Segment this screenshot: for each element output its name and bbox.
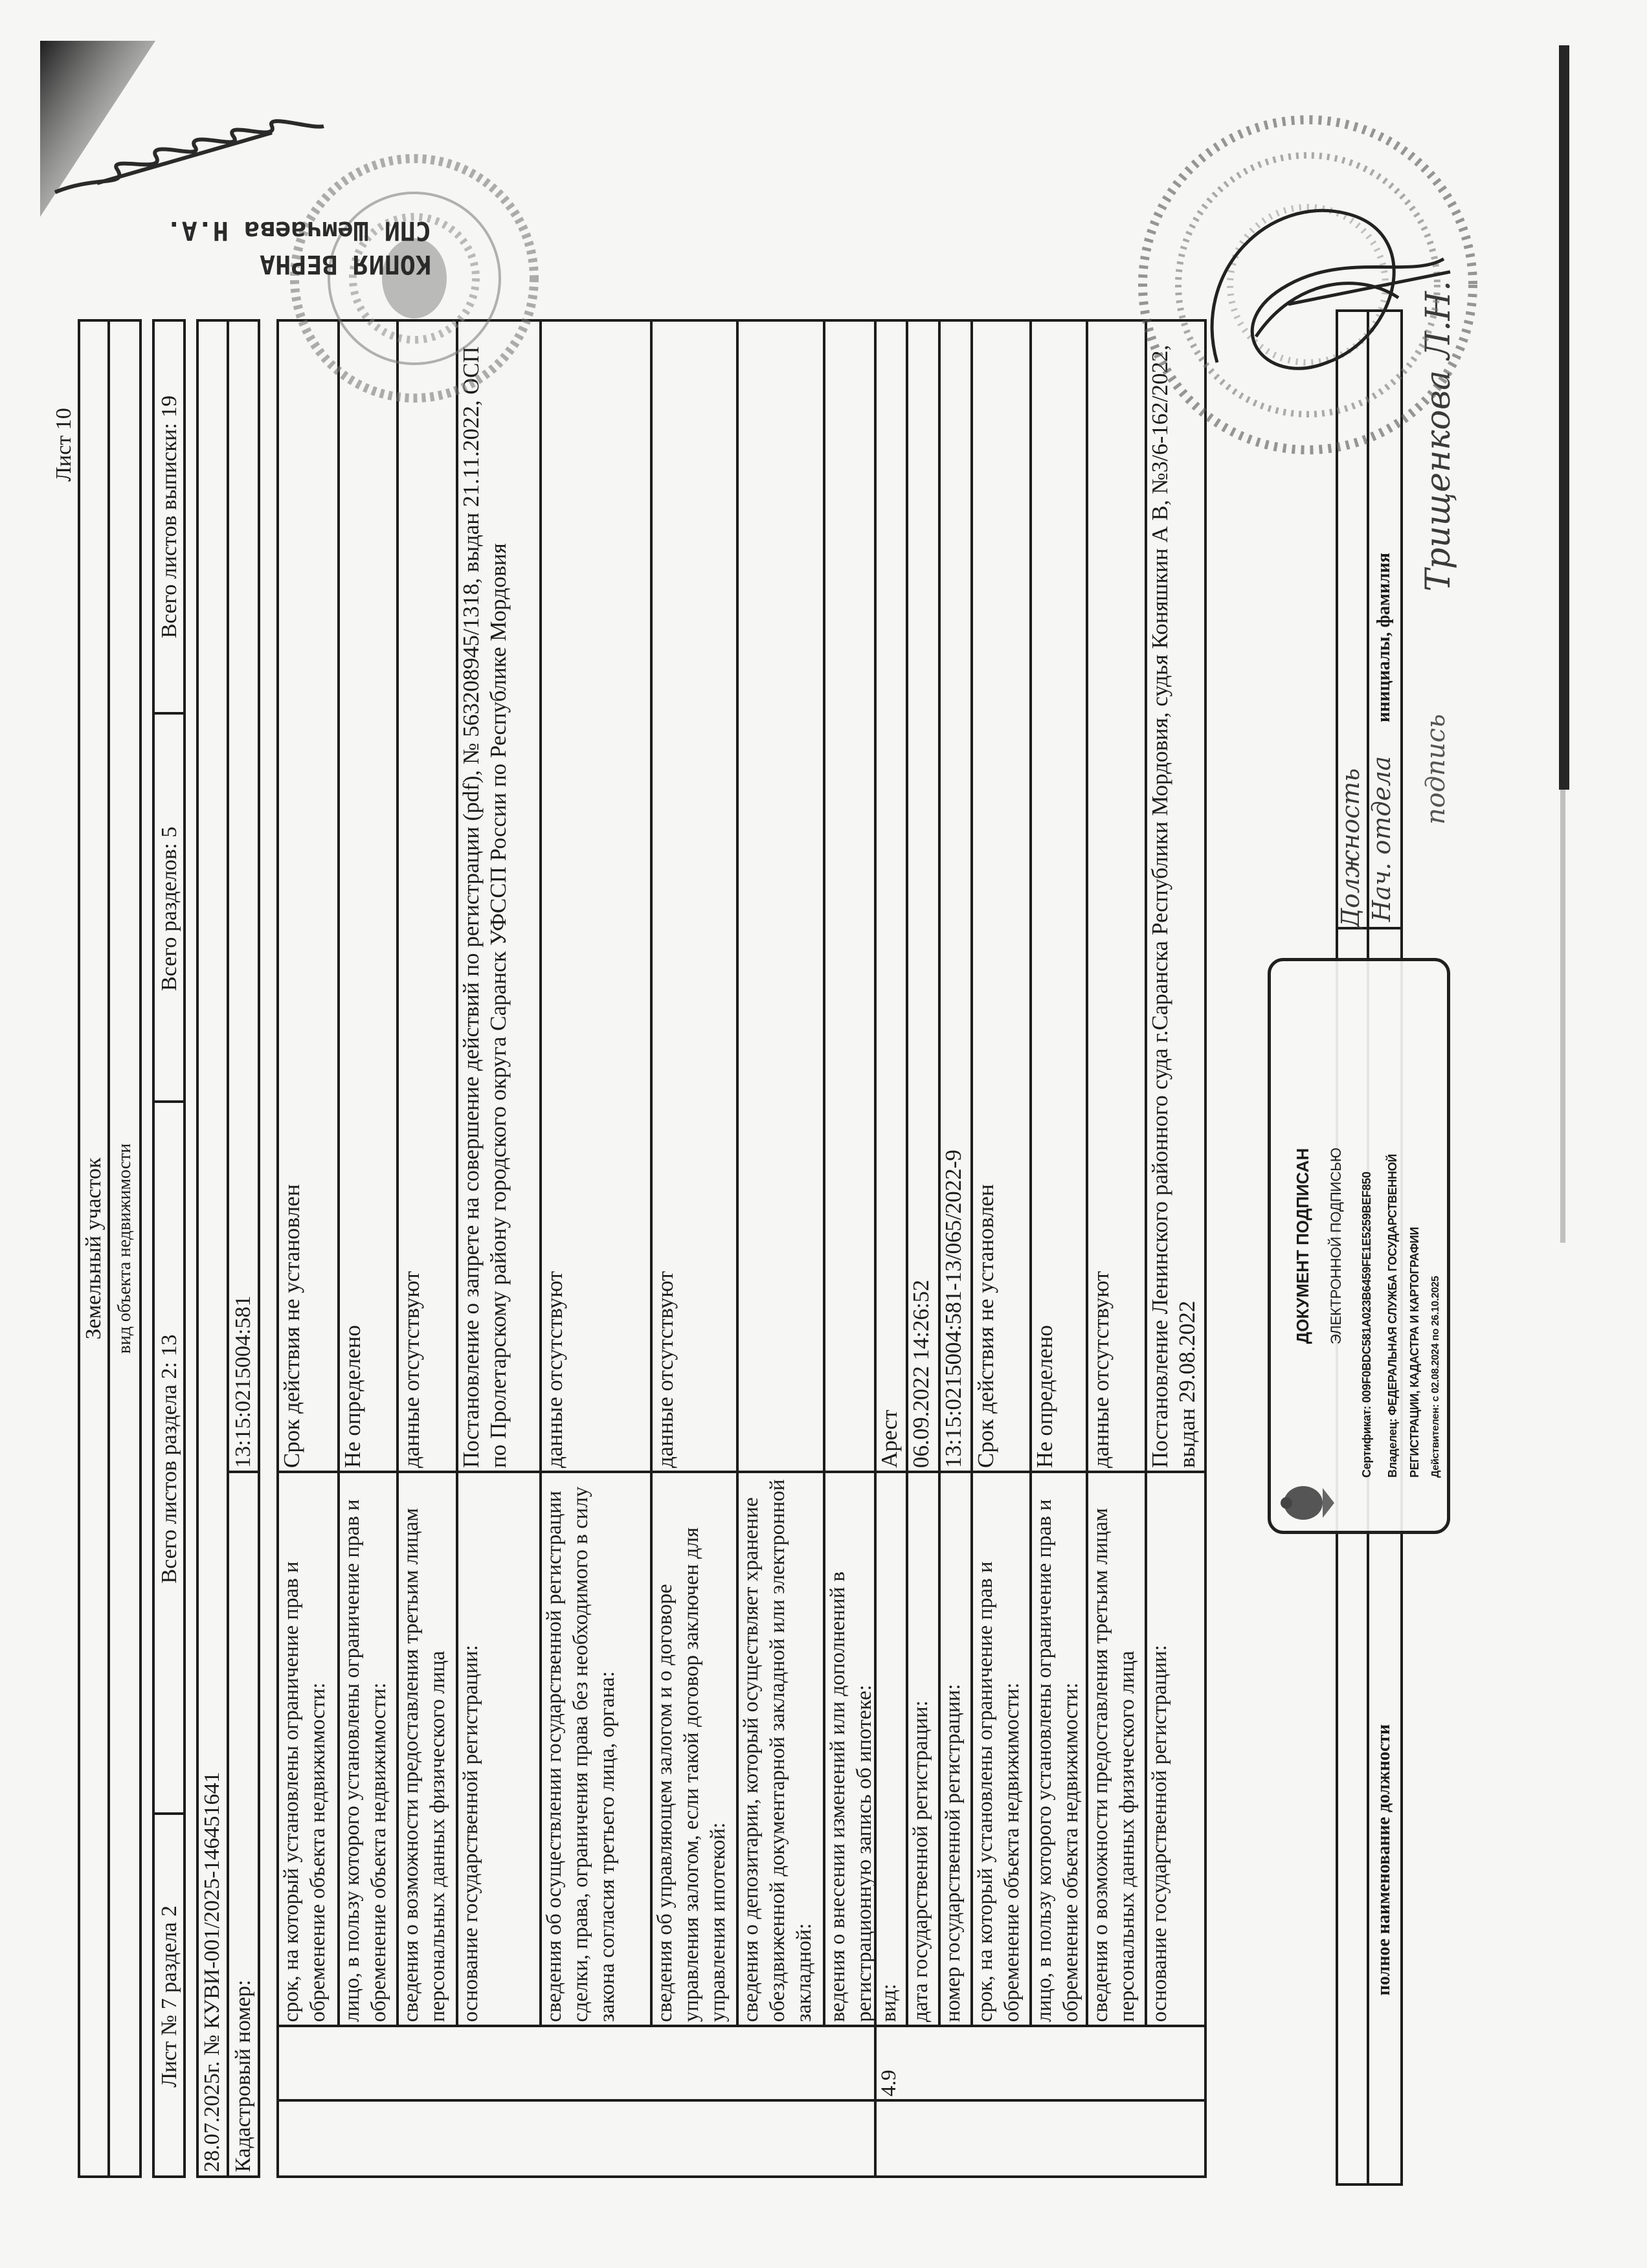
copy-stamp-line2: СПИ Шемчаева Н.А. [166,216,431,245]
row-label: сведения об управляющем залогом и о дого… [653,1527,730,2022]
row-value: Срок действия не установлен [973,1184,998,1468]
column-divider [276,2099,1204,2102]
coat-of-arms-icon [1281,1486,1334,1520]
row-label: дата государственной регистрации: [909,1700,932,2022]
row-value: данные отсутствуют [1088,1271,1114,1468]
section-divider [874,2027,877,2178]
row-value: 13:15:0215004:581-13/065/2022-9 [941,1150,966,1468]
row-label: срок, на который установлены ограничение… [280,1561,330,2022]
name-caption: инициалы, фамилия [1374,552,1394,722]
row-label: сведения о возможности предоставления тр… [399,1507,449,2022]
row-label: лицо, в пользу которого установлены огра… [1033,1499,1082,2022]
esig-title: ДОКУМЕНТ ПОДПИСАН [1293,1148,1312,1344]
row-label: основание государственной регистрации: [459,1645,482,2022]
copy-stamp-line1: КОПИЯ ВЕРНА [260,249,431,279]
electronic-signature-box: ДОКУМЕНТ ПОДПИСАН ЭЛЕКТРОННОЙ ПОДПИСЬЮ С… [1268,958,1450,1534]
row-label: сведения о возможности предоставления тр… [1089,1507,1139,2022]
handwritten-name: Трищенкова Л.Н. [1419,280,1458,592]
row-label: сведения об осуществлении государственно… [543,1486,619,2022]
row-value [823,322,876,1468]
row-label: ведения о внесении изменений или дополне… [826,1571,876,2022]
row-value: данные отсутствуют [399,1271,424,1468]
copy-certified-stamp: КОПИЯ ВЕРНА СПИ Шемчаева Н.А. [159,214,431,281]
row-value: Не определено [340,1325,365,1468]
column-divider [276,1471,1204,1473]
row-value: Срок действия не установлен [279,1184,304,1468]
column-divider [276,2025,1204,2027]
row-value: Арест [877,1409,902,1468]
row-value: Не определено [1032,1325,1057,1468]
esig-certificate: Сертификат: 009F0BDC581A023B6459FE1E5259… [1360,1172,1373,1478]
row-value: данные отсутствуют [542,1271,567,1468]
row-value: Постановление Ленинского районного суда … [1147,344,1200,1468]
row-label: номер государственной регистрации: [941,1684,965,2022]
row-value: Постановление о запрете на совершение де… [458,346,511,1468]
section-number: 4.9 [877,2069,901,2096]
row-label: основание государственной регистрации: [1148,1645,1171,2022]
signature-caption: подпись [1421,714,1451,825]
esig-validity: Действителен: с 02.08.2024 по 26.10.2025 [1430,1276,1441,1478]
row-label: срок, на который установлены ограничение… [974,1561,1024,2022]
row-value: данные отсутствуют [653,1271,678,1468]
row-value [736,322,825,1468]
row-label: сведения о депозитарии, который осуществ… [739,1479,816,2022]
esig-subtitle: ЭЛЕКТРОННОЙ ПОДПИСЬЮ [1328,1147,1344,1345]
handwritten-position-title: Нач. отдела [1367,756,1396,922]
handwritten-position: Должность [1336,768,1365,928]
esig-owner: Владелец: ФЕДЕРАЛЬНАЯ СЛУЖБА ГОСУДАРСТВЕ… [1386,1153,1399,1478]
row-label: вид: [877,1983,901,2022]
esig-owner-2: РЕГИСТРАЦИИ, КАДАСТРА И КАРТОГРАФИИ [1408,1227,1421,1478]
row-label: лицо, в пользу которого установлены огра… [341,1499,390,2022]
position-caption: полное наименование должности [1374,1724,1394,1996]
row-value: 06.09.2022 14:26:52 [908,1280,934,1468]
